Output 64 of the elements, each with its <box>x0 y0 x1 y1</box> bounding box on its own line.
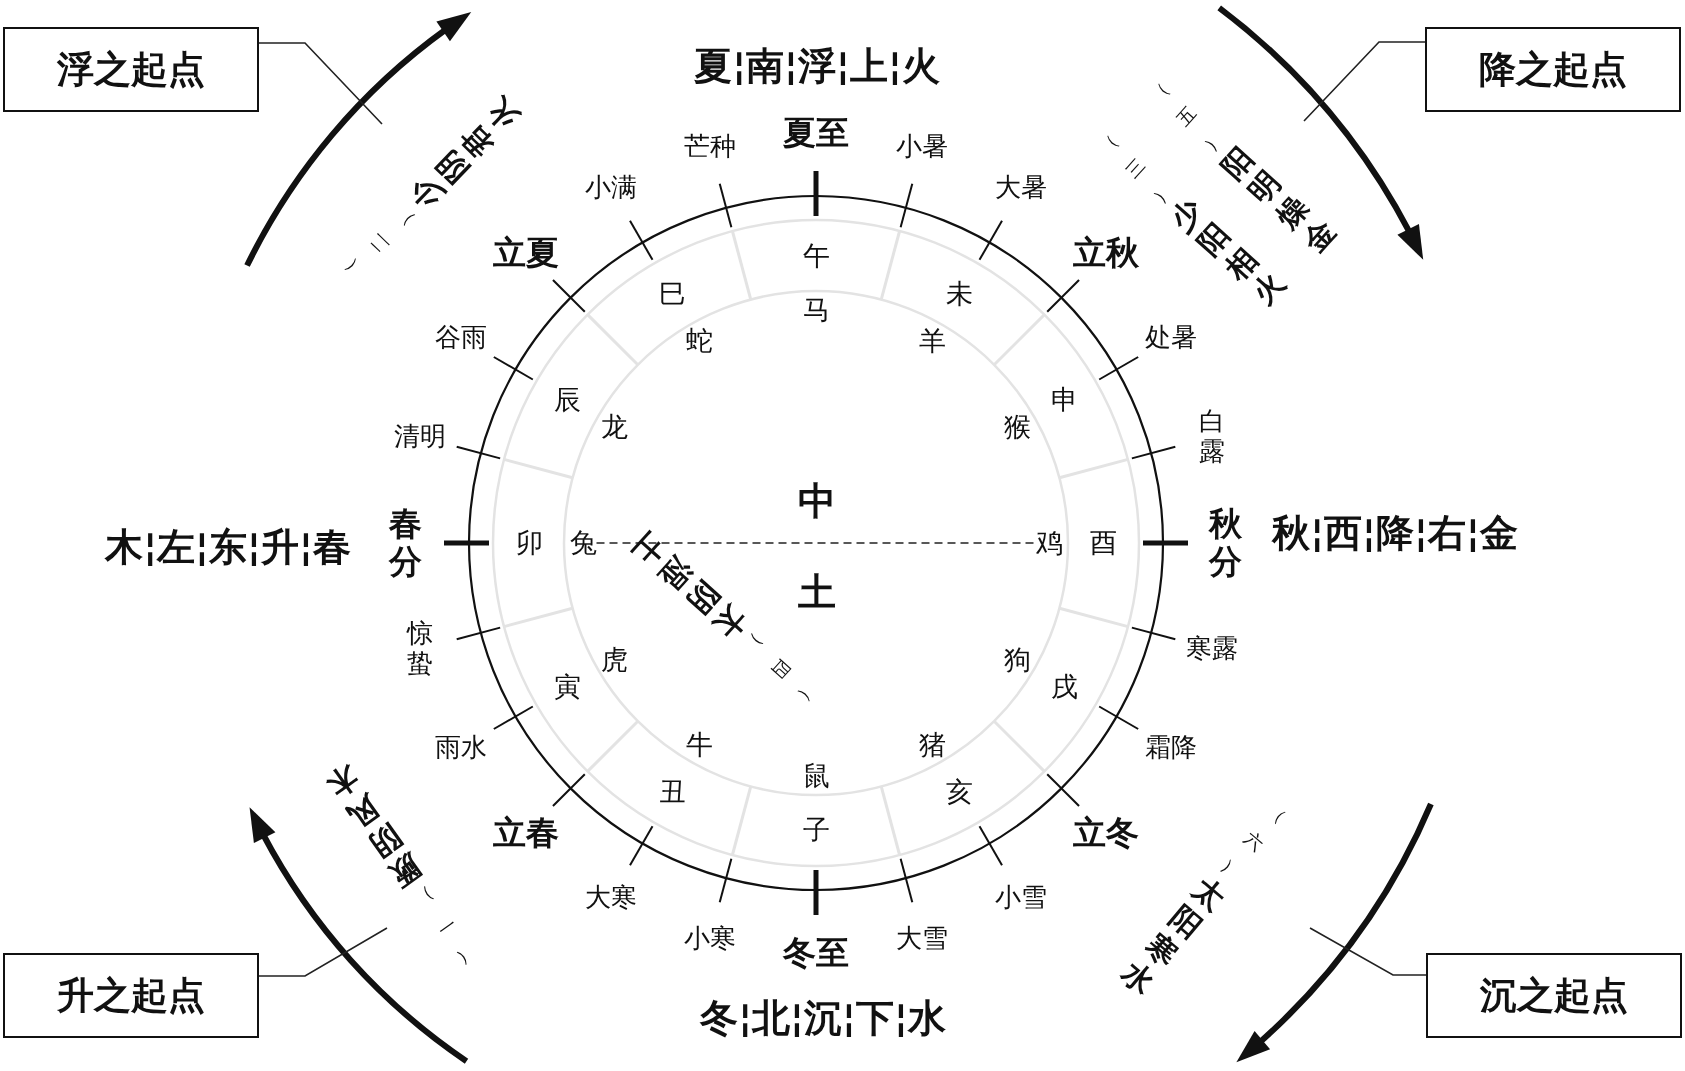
branch-label: 未 <box>946 278 973 310</box>
solar-term-label: 小满 <box>585 173 637 203</box>
solar-term-label: 处暑 <box>1145 323 1198 353</box>
animal-label: 虎 <box>600 644 628 675</box>
solar-term-label: 雨水 <box>434 733 487 763</box>
solar-term-label: 大寒 <box>585 883 637 913</box>
solar-term-label: 大暑 <box>995 173 1047 203</box>
animal-label: 鼠 <box>802 760 830 792</box>
leader-line <box>1303 41 1426 122</box>
solar-term-label: 小暑 <box>896 132 949 162</box>
branch-label: 酉 <box>1089 527 1117 559</box>
animal-label: 羊 <box>919 325 946 357</box>
branch-label: 子 <box>802 814 830 846</box>
branch-label: 辰 <box>553 384 581 415</box>
leader-line <box>258 927 388 977</box>
solar-term-label: 夏至 <box>783 114 849 152</box>
direction-label: 秋¦西¦降¦右¦金 <box>1272 512 1518 556</box>
animal-label: 鸡 <box>1035 527 1063 559</box>
animal-label: 马 <box>802 294 830 326</box>
leader-line <box>1309 927 1427 976</box>
animal-label: 牛 <box>686 729 713 761</box>
solar-term-label: 秋分 <box>1208 505 1244 581</box>
solar-term-label: 小寒 <box>683 924 736 954</box>
animal-label: 猴 <box>1004 411 1032 442</box>
branch-label: 卯 <box>515 527 543 559</box>
branch-label: 巳 <box>659 278 686 310</box>
curved-arrow <box>1236 802 1434 1063</box>
label-box: 升之起点 <box>3 953 259 1038</box>
animal-label: 猪 <box>919 729 946 761</box>
branch-label: 戌 <box>1051 671 1079 702</box>
label-box: 沉之起点 <box>1426 953 1682 1038</box>
animal-label: 兔 <box>569 527 597 559</box>
animal-label: 狗 <box>1004 644 1032 675</box>
solar-term-label: 冬至 <box>783 934 849 972</box>
label-box: 降之起点 <box>1425 27 1681 112</box>
solar-term-label: 立夏 <box>493 234 560 273</box>
solar-term-label: 立春 <box>493 813 560 852</box>
animal-label: 龙 <box>600 411 628 442</box>
solar-term-label: 谷雨 <box>434 323 487 353</box>
solar-term-label: 霜降 <box>1145 733 1198 763</box>
direction-label: 冬¦北¦沉¦下¦水 <box>700 997 946 1041</box>
direction-label: 夏¦南¦浮¦上¦火 <box>694 45 940 89</box>
branch-label: 亥 <box>946 776 973 808</box>
solar-term-label: 立秋 <box>1072 234 1139 273</box>
solar-term-label: 清明 <box>393 421 446 452</box>
dashed-line <box>595 542 1037 544</box>
solar-term-label: 大雪 <box>896 924 949 954</box>
center-label: 土 <box>798 571 836 615</box>
branch-label: 寅 <box>553 671 581 702</box>
solar-term-label: 小雪 <box>995 883 1047 913</box>
solar-term-label: 白露 <box>1198 407 1226 467</box>
branch-label: 丑 <box>659 776 686 808</box>
branch-label: 午 <box>802 240 830 272</box>
label-box: 浮之起点 <box>3 27 259 112</box>
leader-line <box>258 42 383 125</box>
branch-label: 申 <box>1051 384 1079 415</box>
center-label: 中 <box>798 480 836 524</box>
solar-term-label: 春分 <box>388 505 424 581</box>
solar-term-label: 惊蛰 <box>406 619 434 679</box>
solar-term-label: 立冬 <box>1072 813 1139 852</box>
direction-label: 木¦左¦东¦升¦春 <box>105 526 351 570</box>
solar-term-label: 芒种 <box>683 132 736 162</box>
animal-label: 蛇 <box>686 325 713 357</box>
solar-term-label: 寒露 <box>1186 634 1238 665</box>
